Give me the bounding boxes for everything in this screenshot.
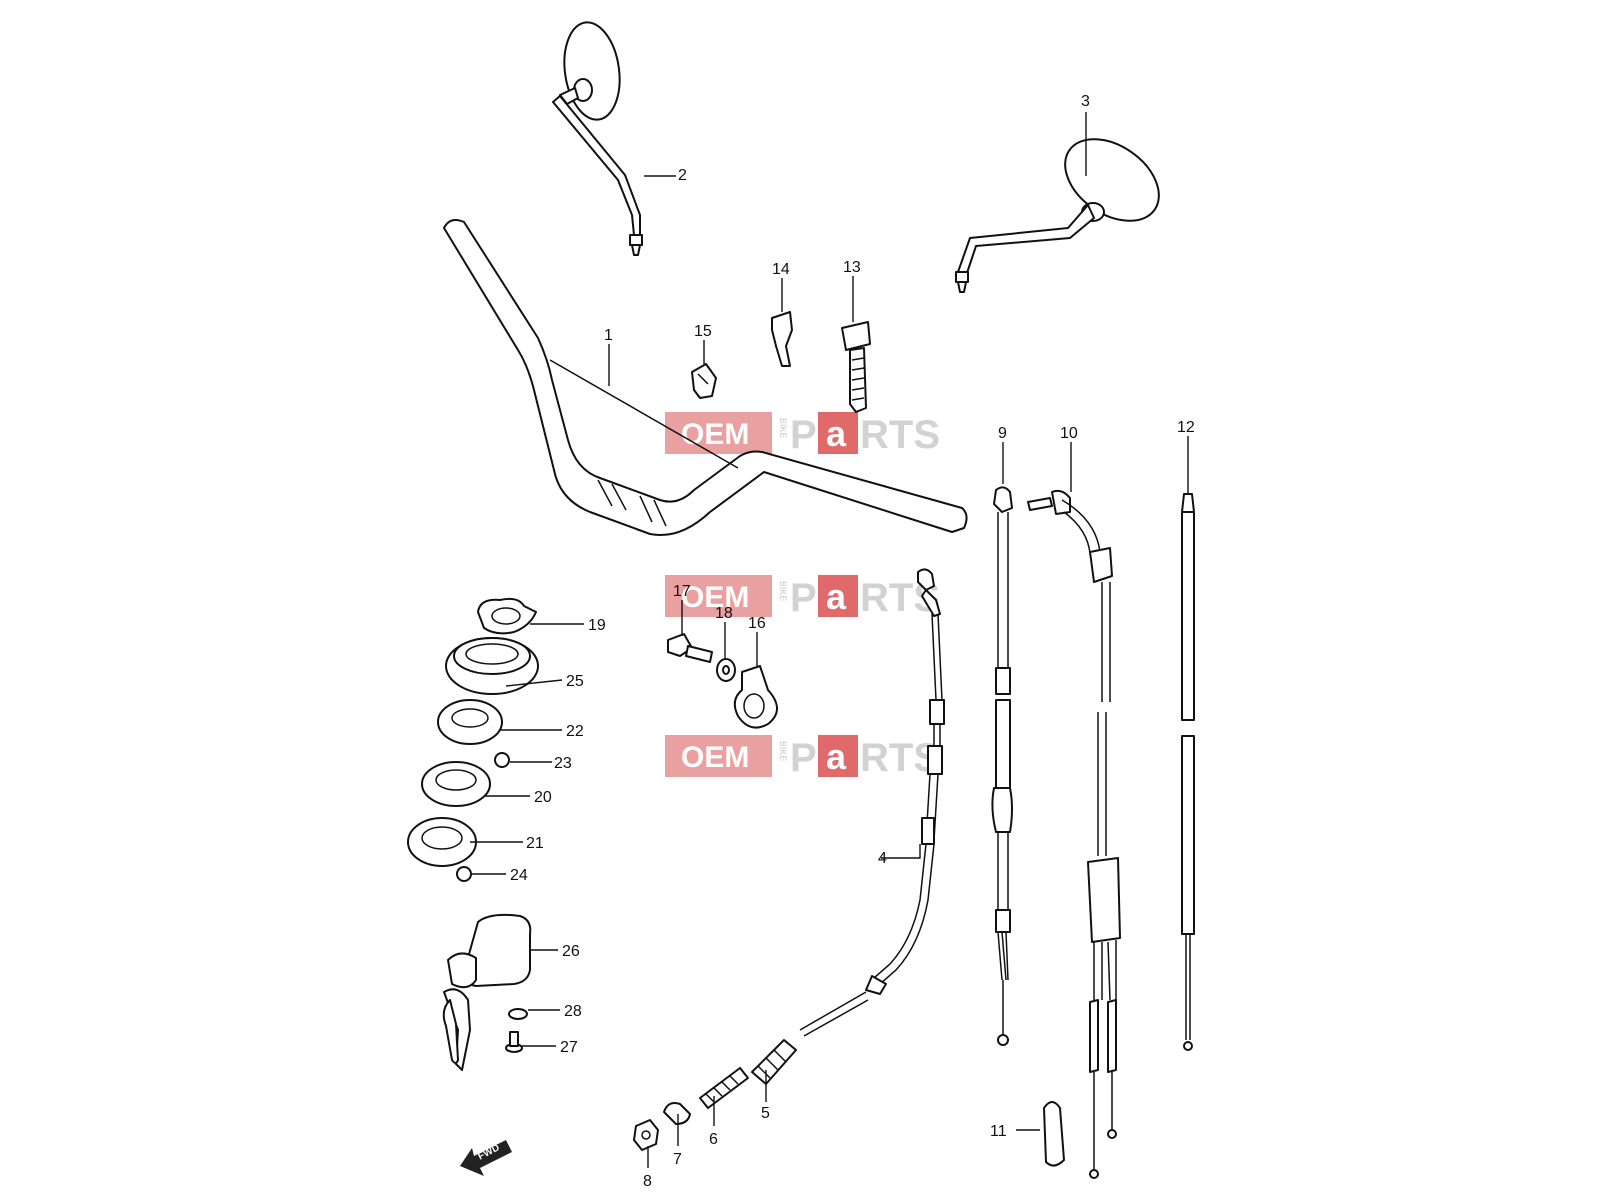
nut-8: [633, 1119, 659, 1151]
callout-17: 17: [673, 583, 691, 600]
washer-28: [508, 1008, 528, 1020]
throttle-cable-10: [1027, 489, 1121, 1179]
left-mirror: [552, 21, 643, 256]
callout-27: 27: [560, 1039, 578, 1056]
callout-3: 3: [1081, 93, 1090, 110]
bolt-17: [667, 633, 713, 663]
right-mirror: [955, 138, 1160, 293]
washer-18: [716, 658, 736, 682]
callout-numbers: 1 2 3 4 5 6 7 8 9 10 11 12 13 14 15 16 1…: [510, 93, 1195, 1190]
watermark-top: OEM BIKE P a RTS: [665, 412, 940, 457]
lock-nut-19: [477, 597, 537, 635]
race-21: [407, 817, 477, 867]
callout-4: 4: [878, 850, 887, 867]
throttle-cable-9: [991, 486, 1013, 1046]
bearing-22: [437, 699, 503, 745]
callout-15: 15: [694, 323, 712, 340]
svg-text:OEM: OEM: [681, 741, 749, 774]
svg-text:BIKE: BIKE: [778, 581, 788, 602]
callout-22: 22: [566, 723, 584, 740]
svg-text:RTS: RTS: [860, 736, 940, 780]
choke-cable-12: [1181, 493, 1195, 1051]
callout-25: 25: [566, 673, 584, 690]
svg-text:a: a: [826, 413, 847, 454]
callout-24: 24: [510, 867, 528, 884]
handlebar: [443, 219, 968, 536]
callout-26: 26: [562, 943, 580, 960]
leader-lines: [470, 112, 1189, 1168]
collar-7: [663, 1102, 691, 1125]
adjuster-5: [751, 1039, 797, 1085]
svg-text:OEM: OEM: [681, 581, 749, 614]
clip-15: [691, 363, 717, 399]
callout-20: 20: [534, 789, 552, 806]
spring-6: [699, 1067, 749, 1109]
callout-16: 16: [748, 615, 766, 632]
callout-7: 7: [673, 1151, 682, 1168]
screw-27: [505, 1031, 523, 1053]
callout-14: 14: [772, 261, 790, 278]
callout-19: 19: [588, 617, 606, 634]
clamp-14: [771, 311, 793, 367]
svg-text:RTS: RTS: [860, 413, 940, 457]
cap-11: [1043, 1101, 1065, 1167]
ball-24: [456, 866, 472, 882]
svg-text:P: P: [790, 736, 817, 780]
fwd-arrow-icon: FWD: [460, 1140, 512, 1176]
ball-23: [494, 752, 510, 768]
callout-11: 11: [990, 1123, 1007, 1140]
svg-text:OEM: OEM: [681, 418, 749, 451]
watermark-middle: OEM BIKE P a RTS: [665, 575, 940, 620]
callout-12: 12: [1177, 419, 1195, 436]
ignition-switch-26: [442, 913, 532, 1071]
callout-2: 2: [678, 167, 687, 184]
svg-text:BIKE: BIKE: [778, 741, 788, 762]
race-20: [421, 761, 491, 807]
svg-text:P: P: [790, 576, 817, 620]
callout-6: 6: [709, 1131, 718, 1148]
cable-tie: [841, 321, 871, 413]
callout-8: 8: [643, 1173, 652, 1190]
clamp-16: [733, 665, 778, 729]
watermark-bottom: OEM BIKE P a RTS: [665, 735, 940, 780]
callout-10: 10: [1060, 425, 1078, 442]
callout-21: 21: [526, 835, 544, 852]
svg-text:a: a: [826, 576, 847, 617]
svg-text:BIKE: BIKE: [778, 418, 788, 439]
callout-9: 9: [998, 425, 1007, 442]
callout-28: 28: [564, 1003, 582, 1020]
svg-text:P: P: [790, 413, 817, 457]
seal-25: [445, 637, 539, 695]
svg-text:a: a: [826, 736, 847, 777]
callout-18: 18: [715, 605, 733, 622]
callout-1: 1: [604, 327, 613, 344]
callout-23: 23: [554, 755, 572, 772]
clutch-cable-4: [799, 568, 945, 1037]
callout-13: 13: [843, 259, 861, 276]
callout-5: 5: [761, 1105, 770, 1122]
